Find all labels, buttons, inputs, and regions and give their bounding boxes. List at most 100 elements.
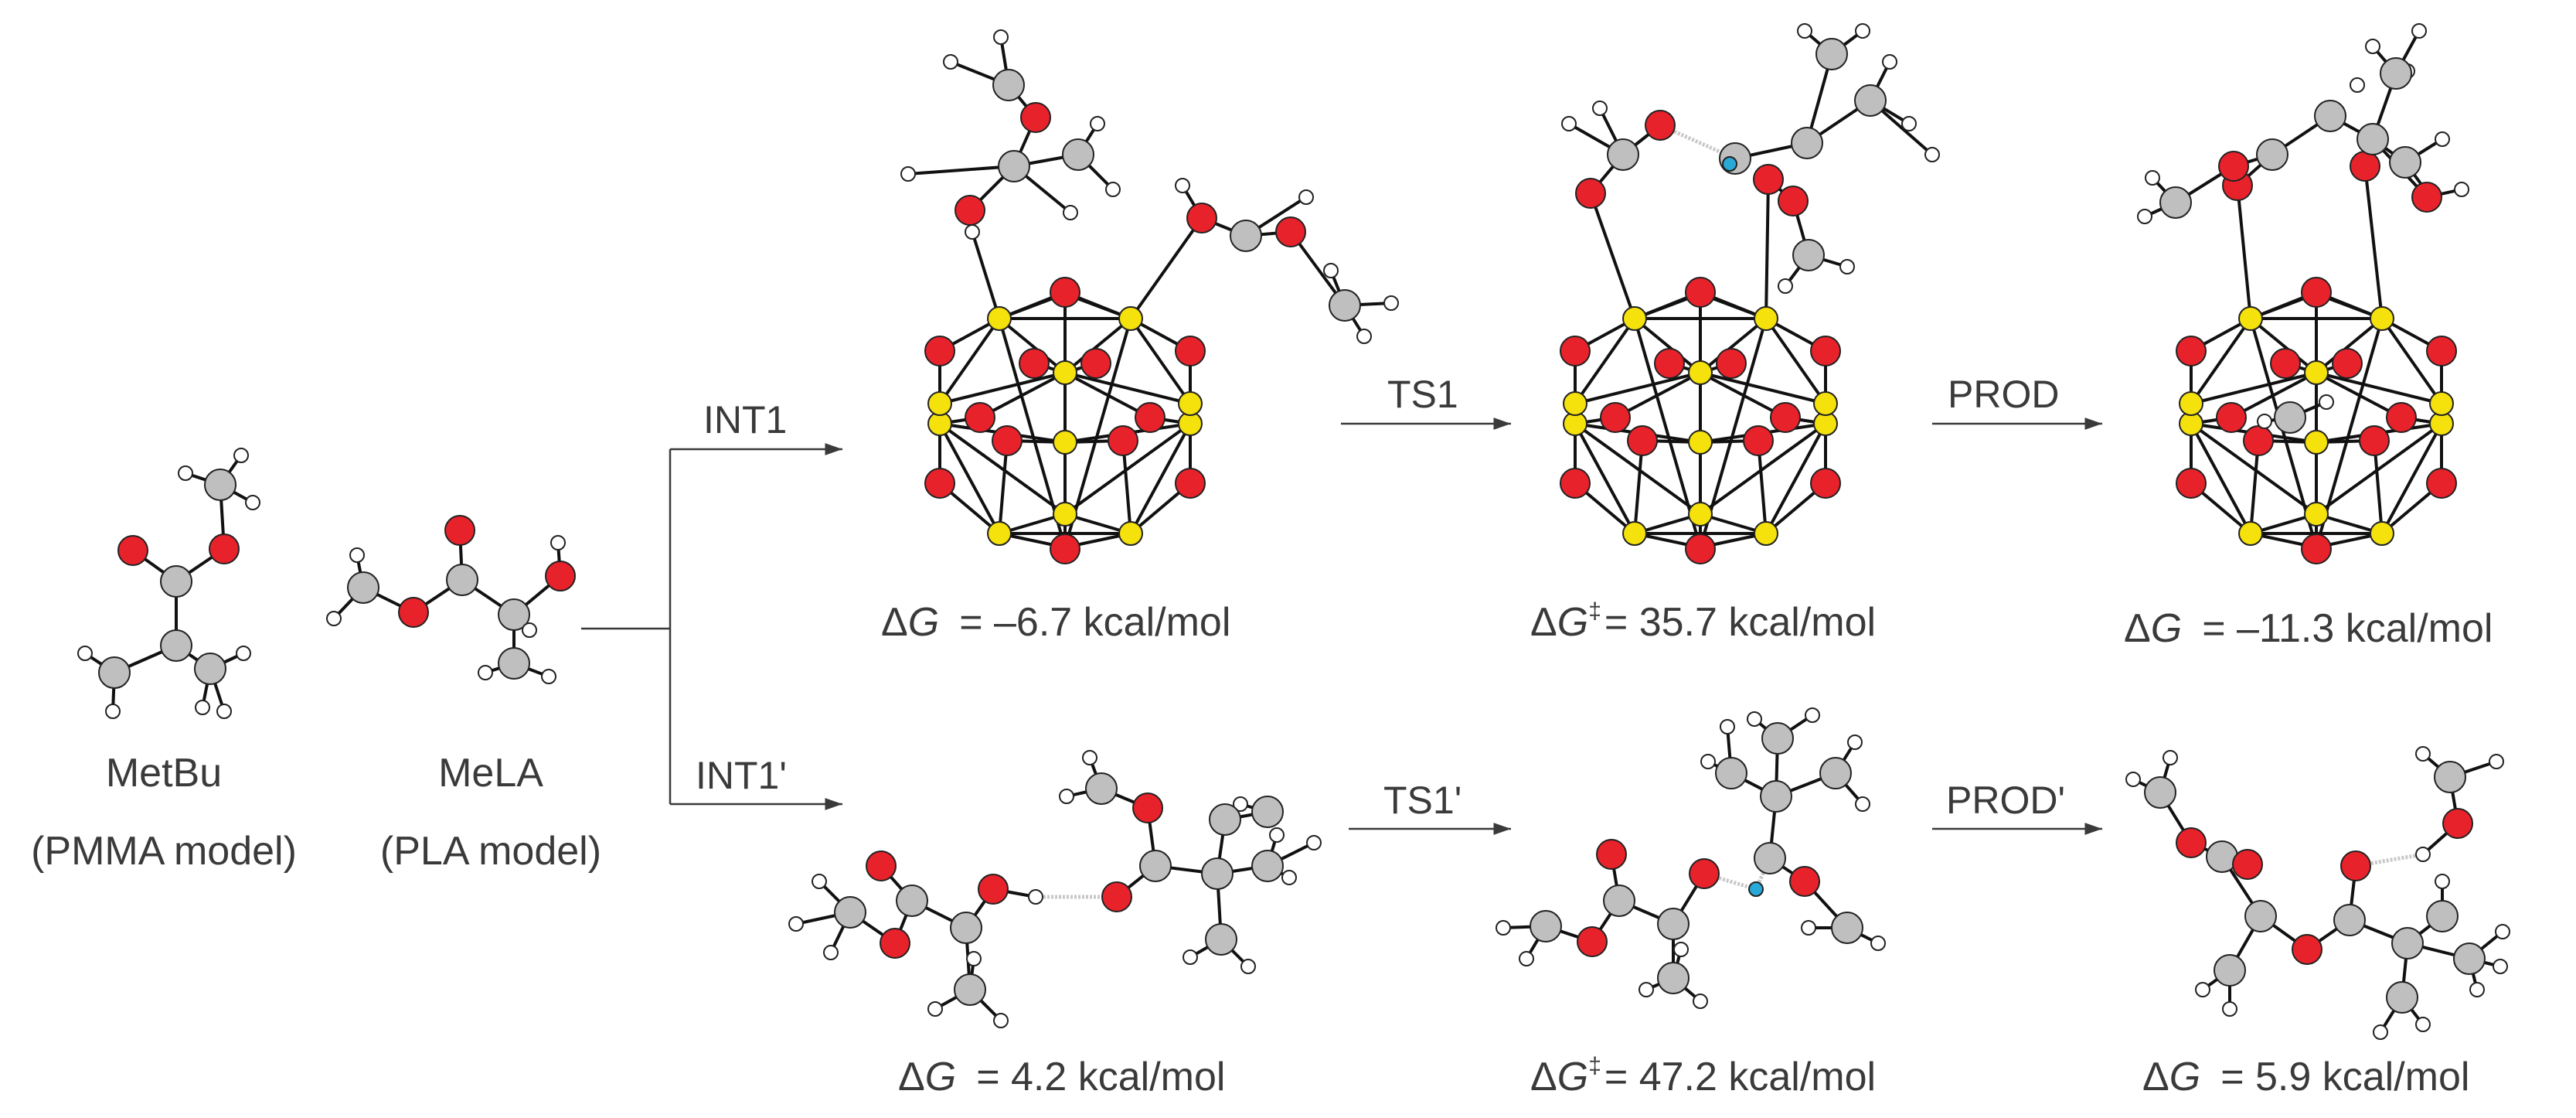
oxygen-atom-icon [1175, 336, 1206, 366]
silicon-atom-icon [1053, 360, 1077, 385]
silicon-atom-icon [1118, 521, 1143, 546]
oxygen-atom-icon [2350, 151, 2380, 182]
hydrogen-atom-icon [2365, 39, 2380, 54]
hydrogen-atom-icon [2125, 772, 2141, 787]
carbon-atom-icon [1854, 84, 1887, 117]
oxygen-atom-icon [2270, 348, 2301, 379]
energy-labels: ΔG= –6.7 kcal/mol ΔG‡= 35.7 kcal/mol ΔG=… [881, 598, 2493, 1099]
bond [1129, 216, 1203, 320]
metbu-model: (PMMA model) [31, 829, 297, 874]
oxygen-atom-icon [1770, 402, 1801, 433]
carbon-atom-icon [2144, 776, 2176, 809]
bond [2363, 165, 2384, 319]
silicon-atom-icon [2304, 430, 2329, 455]
oxygen-atom-icon [1101, 881, 1132, 912]
oxygen-atom-icon [1019, 348, 1050, 379]
carbon-atom-icon [2244, 900, 2277, 932]
oxygen-atom-icon [1743, 425, 1774, 456]
bond [1129, 317, 1192, 405]
carbon-atom-icon [954, 973, 986, 1006]
hydrogen-atom-icon [1298, 189, 1314, 205]
prodp-complex [2125, 746, 2510, 1040]
bond [2190, 371, 2317, 405]
ts1-poss-complex [1560, 23, 1940, 564]
carbon-atom-icon [2453, 942, 2486, 975]
carbon-atom-icon [1205, 923, 1237, 956]
hydrogen-atom-icon [2222, 1001, 2237, 1017]
silicon-atom-icon [1688, 360, 1713, 385]
oxygen-atom-icon [2332, 348, 2363, 379]
hydrogen-atom-icon [900, 166, 916, 182]
oxygen-atom-icon [955, 195, 985, 226]
silicon-atom-icon [1622, 306, 1647, 331]
oxygen-atom-icon [924, 336, 955, 366]
hydrogen-atom-icon [2145, 170, 2160, 186]
silicon-atom-icon [2179, 391, 2203, 416]
hydrogen-atom-icon [2195, 982, 2210, 997]
hydrogen-atom-icon [105, 704, 121, 719]
oxygen-atom-icon [117, 535, 148, 566]
oxygen-atom-icon [1175, 468, 1206, 499]
hydrogen-atom-icon [77, 646, 93, 661]
bond [907, 165, 1015, 176]
bond [2316, 371, 2402, 419]
bond [1063, 317, 1132, 374]
hydrogen-atom-icon [236, 646, 251, 661]
hydrogen-atom-icon [2411, 23, 2427, 39]
label-prodp: PROD' [1946, 779, 2065, 822]
carbon-atom-icon [1819, 757, 1852, 789]
mela-name: MeLA [438, 751, 543, 796]
oxygen-atom-icon [1753, 164, 1784, 195]
carbon-atom-icon [1209, 803, 1241, 836]
hydrogen-atom-icon [1693, 994, 1708, 1009]
oxygen-atom-icon [924, 468, 955, 499]
bond [1574, 423, 1636, 534]
carbon-atom-icon [1530, 910, 1562, 942]
silicon-atom-icon [1053, 430, 1077, 455]
carbon-atom-icon [1251, 850, 1284, 882]
oxygen-atom-icon [1186, 203, 1217, 233]
hydrogen-atom-icon [1855, 23, 1870, 39]
bond [2236, 185, 2252, 319]
bond [979, 371, 1066, 419]
oxygen-atom-icon [1560, 468, 1591, 499]
hydrogen-atom-icon [1105, 182, 1121, 197]
oxygen-atom-icon [2176, 827, 2207, 858]
energy-prod: ΔG= –11.3 kcal/mol [2124, 606, 2493, 651]
oxygen-atom-icon [1275, 216, 1306, 247]
silicon-atom-icon [1688, 430, 1713, 455]
hydrogen-atom-icon [1847, 735, 1863, 750]
oxygen-atom-icon [1560, 336, 1591, 366]
carbon-atom-icon [2426, 900, 2459, 932]
oxygen-atom-icon [992, 425, 1023, 456]
int1p-complex [788, 750, 1322, 1028]
label-ts1: TS1 [1387, 373, 1458, 416]
carbon-atom-icon [1657, 962, 1690, 994]
bond [2249, 317, 2318, 374]
carbon-atom-icon [1201, 857, 1234, 890]
oxygen-atom-icon [2216, 402, 2247, 433]
carbon-atom-icon [2274, 401, 2306, 434]
bond [1699, 422, 1827, 516]
bond [1757, 440, 1768, 534]
hydrogen-atom-icon [1240, 959, 1256, 974]
hydrogen-atom-icon [1383, 295, 1399, 311]
oxygen-atom-icon [1600, 402, 1631, 433]
oxygen-atom-icon [1685, 277, 1716, 308]
hydrogen-atom-icon [1801, 920, 1816, 936]
silicon-atom-icon [1563, 391, 1587, 416]
hydrogen-atom-icon [1059, 789, 1074, 804]
oxygen-atom-icon [1716, 348, 1747, 379]
hydrogen-atom-icon [2257, 414, 2272, 429]
bond [1129, 423, 1192, 534]
hydrogen-atom-icon [823, 945, 839, 960]
oxygen-atom-icon [1108, 425, 1138, 456]
oxygen-atom-icon [444, 515, 475, 546]
hydrogen-atom-icon [178, 465, 193, 481]
silicon-atom-icon [1754, 521, 1778, 546]
hydrogen-atom-icon [1063, 205, 1078, 220]
hydrogen-atom-icon [1306, 835, 1322, 850]
carbon-atom-icon [1085, 772, 1118, 805]
carbon-atom-icon [1760, 780, 1792, 813]
